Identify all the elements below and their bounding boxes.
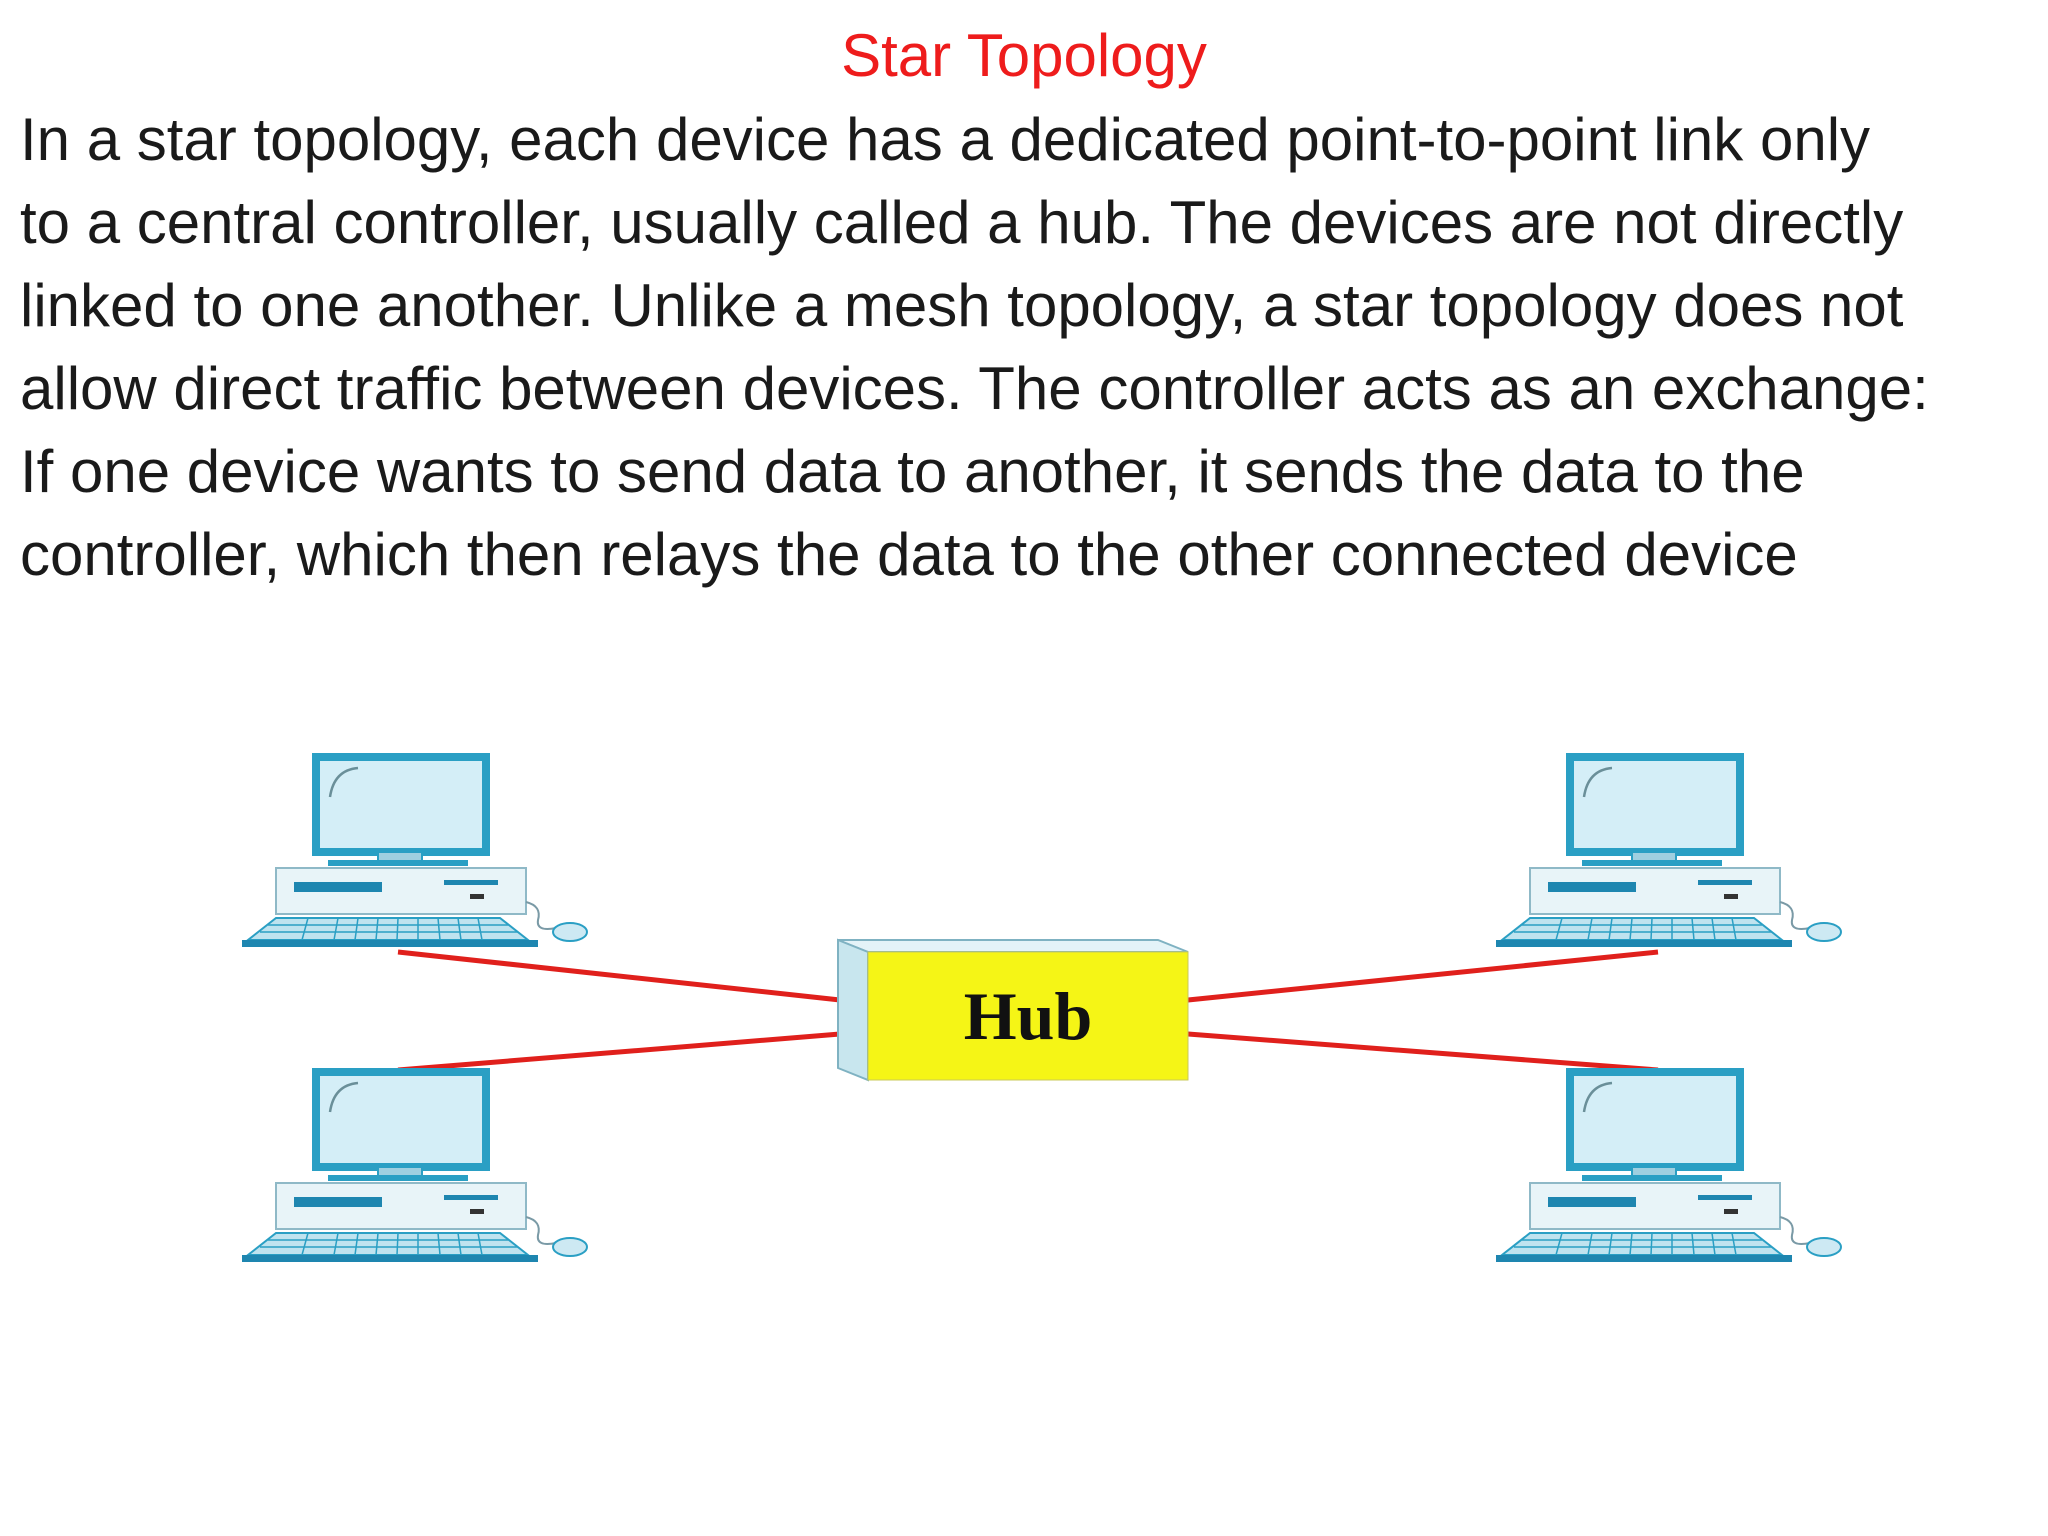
body-line: to a central controller, usually called … xyxy=(20,189,1904,256)
body-line: If one device wants to send data to anot… xyxy=(20,438,1805,505)
link-bottom-right xyxy=(1187,1031,1659,1073)
body-line: allow direct traffic between devices. Th… xyxy=(20,355,1929,422)
body-paragraph: In a star topology, each device has a de… xyxy=(20,98,1929,596)
computer-bottom-right xyxy=(1496,1072,1841,1262)
star-topology-diagram: Hub xyxy=(238,742,1878,1292)
hub: Hub xyxy=(837,938,1189,1082)
computer-top-right xyxy=(1496,757,1841,947)
computer-bottom-left xyxy=(242,1072,587,1262)
link-bottom-left xyxy=(397,1031,841,1073)
hub-label: Hub xyxy=(964,978,1093,1054)
links xyxy=(397,949,1659,1073)
body-line: In a star topology, each device has a de… xyxy=(20,106,1871,173)
link-top-left xyxy=(397,949,841,1003)
slide-title: Star Topology xyxy=(841,22,1207,89)
body-line: controller, which then relays the data t… xyxy=(20,521,1798,588)
link-top-right xyxy=(1187,949,1659,1003)
computer-top-left xyxy=(242,757,587,947)
body-line: linked to one another. Unlike a mesh top… xyxy=(20,272,1904,339)
